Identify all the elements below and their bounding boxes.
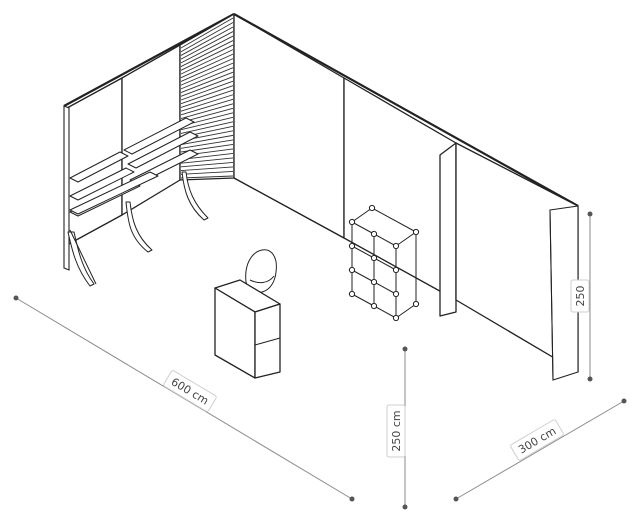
cube-frame-line — [371, 207, 417, 233]
slat-line — [180, 89, 234, 108]
slat-line — [180, 76, 234, 97]
cube-joint — [348, 266, 356, 274]
back-right-wall — [233, 13, 579, 301]
slat-line — [180, 22, 234, 53]
slat-line — [180, 166, 234, 172]
cube-frame-line — [351, 269, 375, 283]
slat-line — [180, 175, 234, 179]
cube-joint — [370, 230, 378, 238]
counter — [214, 279, 281, 379]
dimension-side-height: 250 — [570, 211, 593, 382]
slat-line — [180, 71, 234, 93]
slat-line — [180, 171, 234, 175]
cube-joint — [392, 314, 400, 322]
cube-joint — [392, 242, 400, 250]
slat-line — [180, 58, 234, 82]
cube-joint — [370, 254, 378, 262]
slat-line — [180, 103, 234, 120]
cube-frame-line — [351, 293, 375, 307]
left-back-wall — [63, 13, 235, 271]
cube-joint — [368, 204, 376, 212]
cube-frame-line — [351, 245, 375, 259]
cube-shelf-unit — [348, 204, 420, 322]
slat-line — [180, 139, 234, 149]
cube-joint — [348, 290, 356, 298]
cube-frame-line — [373, 233, 397, 247]
dimension-length: 600 cm — [13, 295, 355, 502]
slat-line — [180, 31, 234, 60]
wall-shelves — [69, 117, 199, 217]
cube-joint — [370, 302, 378, 310]
dimension-depth: 300 cm — [453, 398, 627, 502]
cube-frame-line — [373, 257, 397, 271]
cube-joint — [412, 228, 420, 236]
cube-joint — [348, 242, 356, 250]
slat-line — [180, 94, 234, 112]
slat-line — [180, 134, 234, 146]
slat-line — [180, 67, 234, 90]
slat-line — [180, 85, 234, 105]
right-partition — [439, 142, 579, 381]
side-height-label: 250 — [574, 286, 587, 307]
slat-line — [180, 157, 234, 164]
cube-frame-line — [395, 303, 417, 319]
floor-outline — [233, 177, 345, 239]
slat-line — [180, 98, 234, 116]
cube-frame-line — [351, 207, 373, 223]
cube-joint — [370, 278, 378, 286]
cube-frame-line — [373, 281, 397, 295]
cube-frame-line — [351, 221, 375, 235]
slat-line — [180, 26, 234, 56]
slat-line — [180, 80, 234, 101]
cube-joint — [392, 266, 400, 274]
slat-line — [180, 35, 234, 64]
slat-line — [180, 49, 234, 75]
slat-line — [180, 162, 234, 168]
height-label: 250 cm — [390, 410, 403, 451]
slat-line — [180, 53, 234, 79]
cube-joint — [392, 290, 400, 298]
slat-line — [180, 17, 234, 49]
cube-frame-line — [395, 231, 417, 247]
slat-line — [180, 62, 234, 86]
cube-joint — [348, 218, 356, 226]
dimension-height: 250 cm — [386, 346, 408, 510]
slat-line — [180, 116, 234, 131]
cube-frame-line — [373, 305, 397, 319]
cube-joint — [412, 300, 420, 308]
slat-line — [180, 121, 234, 134]
shelf-legs — [67, 171, 209, 287]
slat-line — [180, 44, 234, 71]
slat-line — [180, 40, 234, 67]
